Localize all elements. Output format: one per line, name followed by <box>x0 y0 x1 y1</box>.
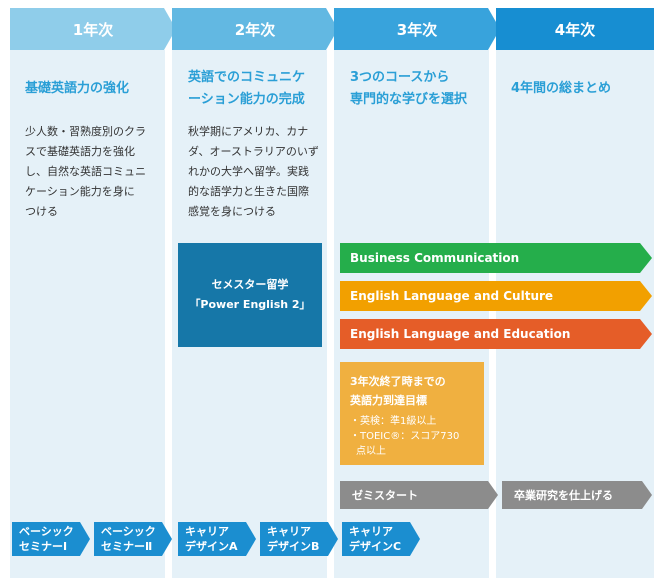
year-header-2: 2年次 <box>172 8 338 50</box>
graduation-research-arrow: 卒業研究を仕上げる <box>502 481 652 509</box>
course-business-communication: Business Communication <box>340 243 652 273</box>
study-abroad-box: セメスター留学 「Power English 2」 <box>178 243 322 347</box>
year-header-4: 4年次 <box>496 8 654 50</box>
year3-heading: 3つのコースから 専門的な学びを選択 <box>350 70 468 107</box>
seminar-career-a: キャリア デザインA <box>178 522 256 556</box>
year2-heading: 英語でのコミュニケ ーション能力の完成 <box>188 70 306 107</box>
seminar-start-arrow: ゼミスタート <box>340 481 498 509</box>
year1-heading: 基礎英語力の強化 <box>25 81 130 96</box>
english-goal-box: 3年次終了時までの 英語力到達目標 ・英検：準1級以上 ・TOEIC®：スコア7… <box>340 362 484 465</box>
year1-description: 少人数・習熟度別のクラ スで基礎英語力を強化 し、自然な英語コミュニ ケーション… <box>25 125 146 218</box>
course-language-education: English Language and Education <box>340 319 652 349</box>
year-header-3: 3年次 <box>334 8 500 50</box>
year4-heading: 4年間の総まとめ <box>511 81 612 96</box>
year2-description: 秋学期にアメリカ、カナ ダ、オーストラリアのいず れかの大学へ留学。実践 的な語… <box>188 125 319 218</box>
seminar-basic-2: ベーシック セミナーⅡ <box>94 522 172 556</box>
column-bg-year1 <box>10 50 165 578</box>
seminar-career-b: キャリア デザインB <box>260 522 338 556</box>
seminar-career-c: キャリア デザインC <box>342 522 420 556</box>
year-header-1: 1年次 <box>10 8 176 50</box>
seminar-basic-1: ベーシック セミナーⅠ <box>12 522 90 556</box>
course-language-culture: English Language and Culture <box>340 281 652 311</box>
